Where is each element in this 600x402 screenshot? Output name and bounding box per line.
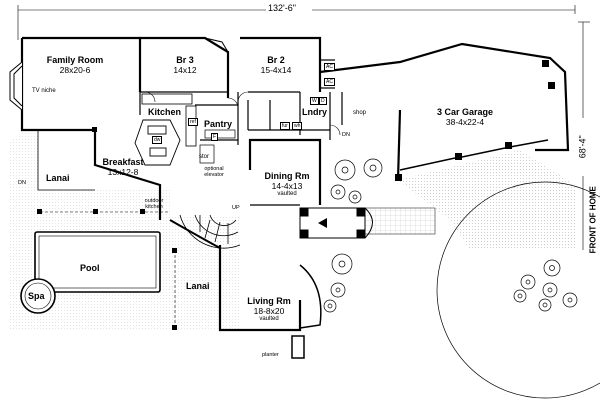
dimension-overall-width: 132'-6" [268, 3, 296, 13]
dn-garage-label: DN [342, 132, 350, 138]
pantry-shelves [199, 129, 236, 164]
br3-label: Br 3 14x12 [168, 55, 202, 75]
dn-left-label: DN [18, 180, 26, 186]
br3-name: Br 3 [176, 55, 194, 65]
garage-doors [399, 139, 549, 171]
stor-label: stor [199, 154, 210, 160]
pantry-label: Pantry [204, 119, 233, 129]
planter-box [291, 335, 305, 359]
dining-note: vaulted [277, 191, 297, 197]
spiral-stair [179, 214, 241, 249]
washer-tag: W [310, 97, 319, 105]
ref-tag: ref [188, 118, 198, 126]
landscape-trees [323, 158, 578, 313]
ac-tag-2: AC [324, 78, 335, 86]
garage-posts [395, 60, 555, 181]
door-swings [144, 91, 341, 136]
lanai-right-label: Lanai [186, 281, 210, 291]
pool [34, 231, 161, 293]
dryer-tag: D [319, 97, 327, 105]
dining-size: 14-4x13 [271, 180, 303, 191]
garage-label: 3 Car Garage 38-4x22-4 [432, 107, 498, 127]
dishwasher-tag: dw [152, 136, 163, 144]
tv-niche-label: TV niche [32, 88, 56, 94]
living-label: Living Rm 18-8x20 vaulted [244, 296, 294, 323]
breakfast-name: Breakfast [102, 157, 144, 167]
family-room-size: 28x20-6 [59, 64, 91, 75]
freezer-tag: F [211, 133, 219, 141]
front-of-home-label: FRONT OF HOME [588, 186, 598, 254]
lanai-left-label: Lanai [46, 173, 70, 183]
planter-label: planter [262, 352, 279, 358]
dining-name: Dining Rm [264, 171, 310, 181]
entry-arrow [318, 218, 327, 228]
outdoor-kitchen-label: outdoor kitchen [144, 198, 164, 210]
shop-label: shop [353, 110, 367, 116]
driveway [398, 150, 575, 250]
up-label: UP [232, 205, 240, 211]
kitchen-label: Kitchen [148, 107, 182, 117]
living-note: vaulted [259, 316, 279, 322]
br2-name: Br 2 [267, 55, 285, 65]
overall-dimension-line [17, 5, 576, 40]
spa-label: Spa [28, 291, 45, 301]
br3-bay [204, 37, 229, 53]
lanai-wall [37, 130, 95, 191]
front-walkway [364, 207, 436, 235]
br3-size: 14x12 [173, 64, 197, 75]
br2-size: 15-4x14 [260, 64, 292, 75]
lanai-posts [37, 127, 177, 330]
living-name: Living Rm [247, 296, 291, 306]
dining-label: Dining Rm 14-4x13 vaulted [262, 171, 312, 198]
bay-window [9, 61, 23, 111]
living-bay-window [299, 264, 322, 329]
furnace-tag: fur [280, 122, 290, 130]
depth-dimension-line [578, 21, 590, 250]
garage-size: 38-4x22-4 [445, 116, 485, 127]
garage-name: 3 Car Garage [436, 107, 494, 117]
br2-label: Br 2 15-4x14 [254, 55, 298, 75]
dimension-depth: 68'-4" [577, 135, 588, 159]
interior-walls [139, 59, 343, 206]
living-size: 18-8x20 [253, 305, 285, 316]
kitchen-counters [141, 93, 197, 147]
breakfast-label: Breakfast 13x12-8 [98, 157, 148, 177]
family-room-name: Family Room [46, 55, 104, 65]
lanai-edges [40, 211, 176, 330]
breakfast-size: 13x12-8 [107, 166, 139, 177]
water-heater-tag: wh [292, 122, 303, 130]
entry-portico [299, 207, 373, 239]
pool-label: Pool [80, 263, 100, 273]
laundry-label: Lndry [302, 107, 328, 117]
spa [20, 278, 56, 314]
family-room-label: Family Room 28x20-6 [40, 55, 110, 75]
optional-elevator-label: optional elevator [204, 166, 224, 178]
living-room-curve [169, 219, 221, 249]
ac-tag-1: AC [324, 63, 335, 71]
